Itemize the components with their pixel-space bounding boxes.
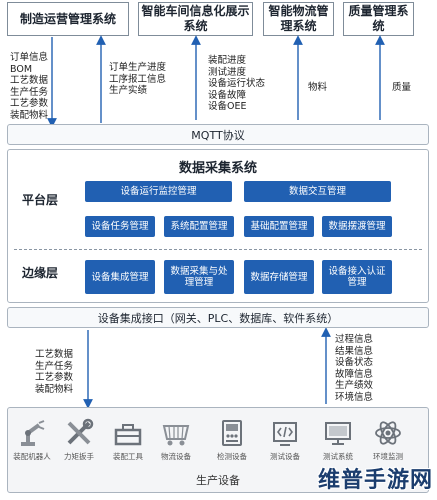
collection-title: 数据采集系统 bbox=[178, 161, 257, 176]
interface-label: 设备集成接口（网关、PLC、数据库、软件系统） bbox=[97, 311, 339, 325]
top-system-mom-label: 制造运营管理系统 bbox=[19, 11, 116, 26]
mqtt-label: MQTT协议 bbox=[191, 128, 245, 142]
tester-icon bbox=[222, 420, 242, 446]
devices-panel: 生产设备 bbox=[7, 407, 429, 493]
module-data-ferry: 数据摆渡管理 bbox=[322, 216, 392, 237]
module-device-monitor: 设备运行监控管理 bbox=[85, 181, 232, 202]
flow-left-down: 订单信息 BOM 工艺数据 生产任务 工艺参数 装配物料 bbox=[10, 52, 49, 121]
device-label: 装配工具 bbox=[113, 452, 143, 461]
platform-layer-label: 平台层 bbox=[22, 193, 59, 207]
top-system-quality: 质量管理系统 bbox=[343, 2, 414, 36]
module-device-integration: 设备集成管理 bbox=[85, 260, 155, 294]
top-system-quality-label: 质量管理系统 bbox=[348, 4, 409, 33]
top-system-display: 智能车间信息化展示系统 bbox=[138, 2, 253, 36]
top-system-display-label: 智能车间信息化展示系统 bbox=[141, 4, 250, 33]
interface-bar: 设备集成接口（网关、PLC、数据库、软件系统） bbox=[7, 307, 429, 328]
watermark: 维普手游网 bbox=[317, 468, 433, 493]
device-logistics: 物流设备 bbox=[152, 418, 200, 462]
robot-arm-icon bbox=[21, 420, 45, 446]
device-test-system: 测试系统 bbox=[314, 418, 362, 462]
device-label: 测试设备 bbox=[270, 452, 300, 461]
device-test: 测试设备 bbox=[261, 418, 309, 462]
code-monitor-icon bbox=[273, 422, 297, 446]
flow-logistics: 物料 bbox=[308, 82, 328, 93]
device-label: 环境监测 bbox=[373, 452, 403, 461]
layer-divider bbox=[14, 249, 422, 250]
module-base-config: 基础配置管理 bbox=[244, 216, 314, 237]
top-system-mom: 制造运营管理系统 bbox=[7, 2, 129, 36]
toolbox-icon bbox=[114, 424, 142, 446]
top-system-logistics-label: 智能物流管理系统 bbox=[268, 4, 329, 33]
device-label: 测试系统 bbox=[323, 452, 353, 461]
device-label: 力矩扳手 bbox=[64, 452, 94, 461]
module-access-auth: 设备接入认证管理 bbox=[322, 260, 392, 294]
wrench-icon bbox=[67, 418, 94, 445]
device-robot: 装配机器人 bbox=[8, 418, 56, 462]
cart-icon bbox=[162, 425, 190, 446]
device-label: 装配机器人 bbox=[13, 452, 51, 461]
device-toolbox: 装配工具 bbox=[104, 418, 152, 462]
device-inspection: 检测设备 bbox=[208, 418, 256, 462]
device-wrench: 力矩扳手 bbox=[55, 418, 103, 462]
device-label: 物流设备 bbox=[161, 452, 191, 461]
mqtt-bar: MQTT协议 bbox=[7, 124, 429, 145]
atom-icon bbox=[375, 421, 401, 445]
flow-bottom-up: 过程信息 结果信息 设备状态 故障信息 生产绩效 环境信息 bbox=[335, 334, 374, 403]
edge-layer-label: 边缘层 bbox=[22, 266, 59, 280]
devices-footer: 生产设备 bbox=[196, 474, 240, 487]
device-environment: 环境监测 bbox=[364, 418, 412, 462]
module-data-storage: 数据存储管理 bbox=[244, 260, 314, 294]
monitor-icon bbox=[325, 422, 351, 445]
flow-quality: 质量 bbox=[392, 82, 412, 93]
module-system-config: 系统配置管理 bbox=[164, 216, 234, 237]
flow-bottom-down: 工艺数据 生产任务 工艺参数 装配物料 bbox=[35, 349, 74, 395]
flow-center: 装配进度 测试进度 设备运行状态 设备故障 设备OEE bbox=[208, 55, 266, 112]
flow-left-up: 订单生产进度 工序报工信息 生产实绩 bbox=[109, 62, 167, 96]
module-device-task: 设备任务管理 bbox=[85, 216, 155, 237]
module-data-exchange: 数据交互管理 bbox=[244, 181, 391, 202]
module-data-collection: 数据采集与处理管理 bbox=[164, 260, 234, 294]
device-label: 检测设备 bbox=[217, 452, 247, 461]
top-system-logistics: 智能物流管理系统 bbox=[263, 2, 334, 36]
